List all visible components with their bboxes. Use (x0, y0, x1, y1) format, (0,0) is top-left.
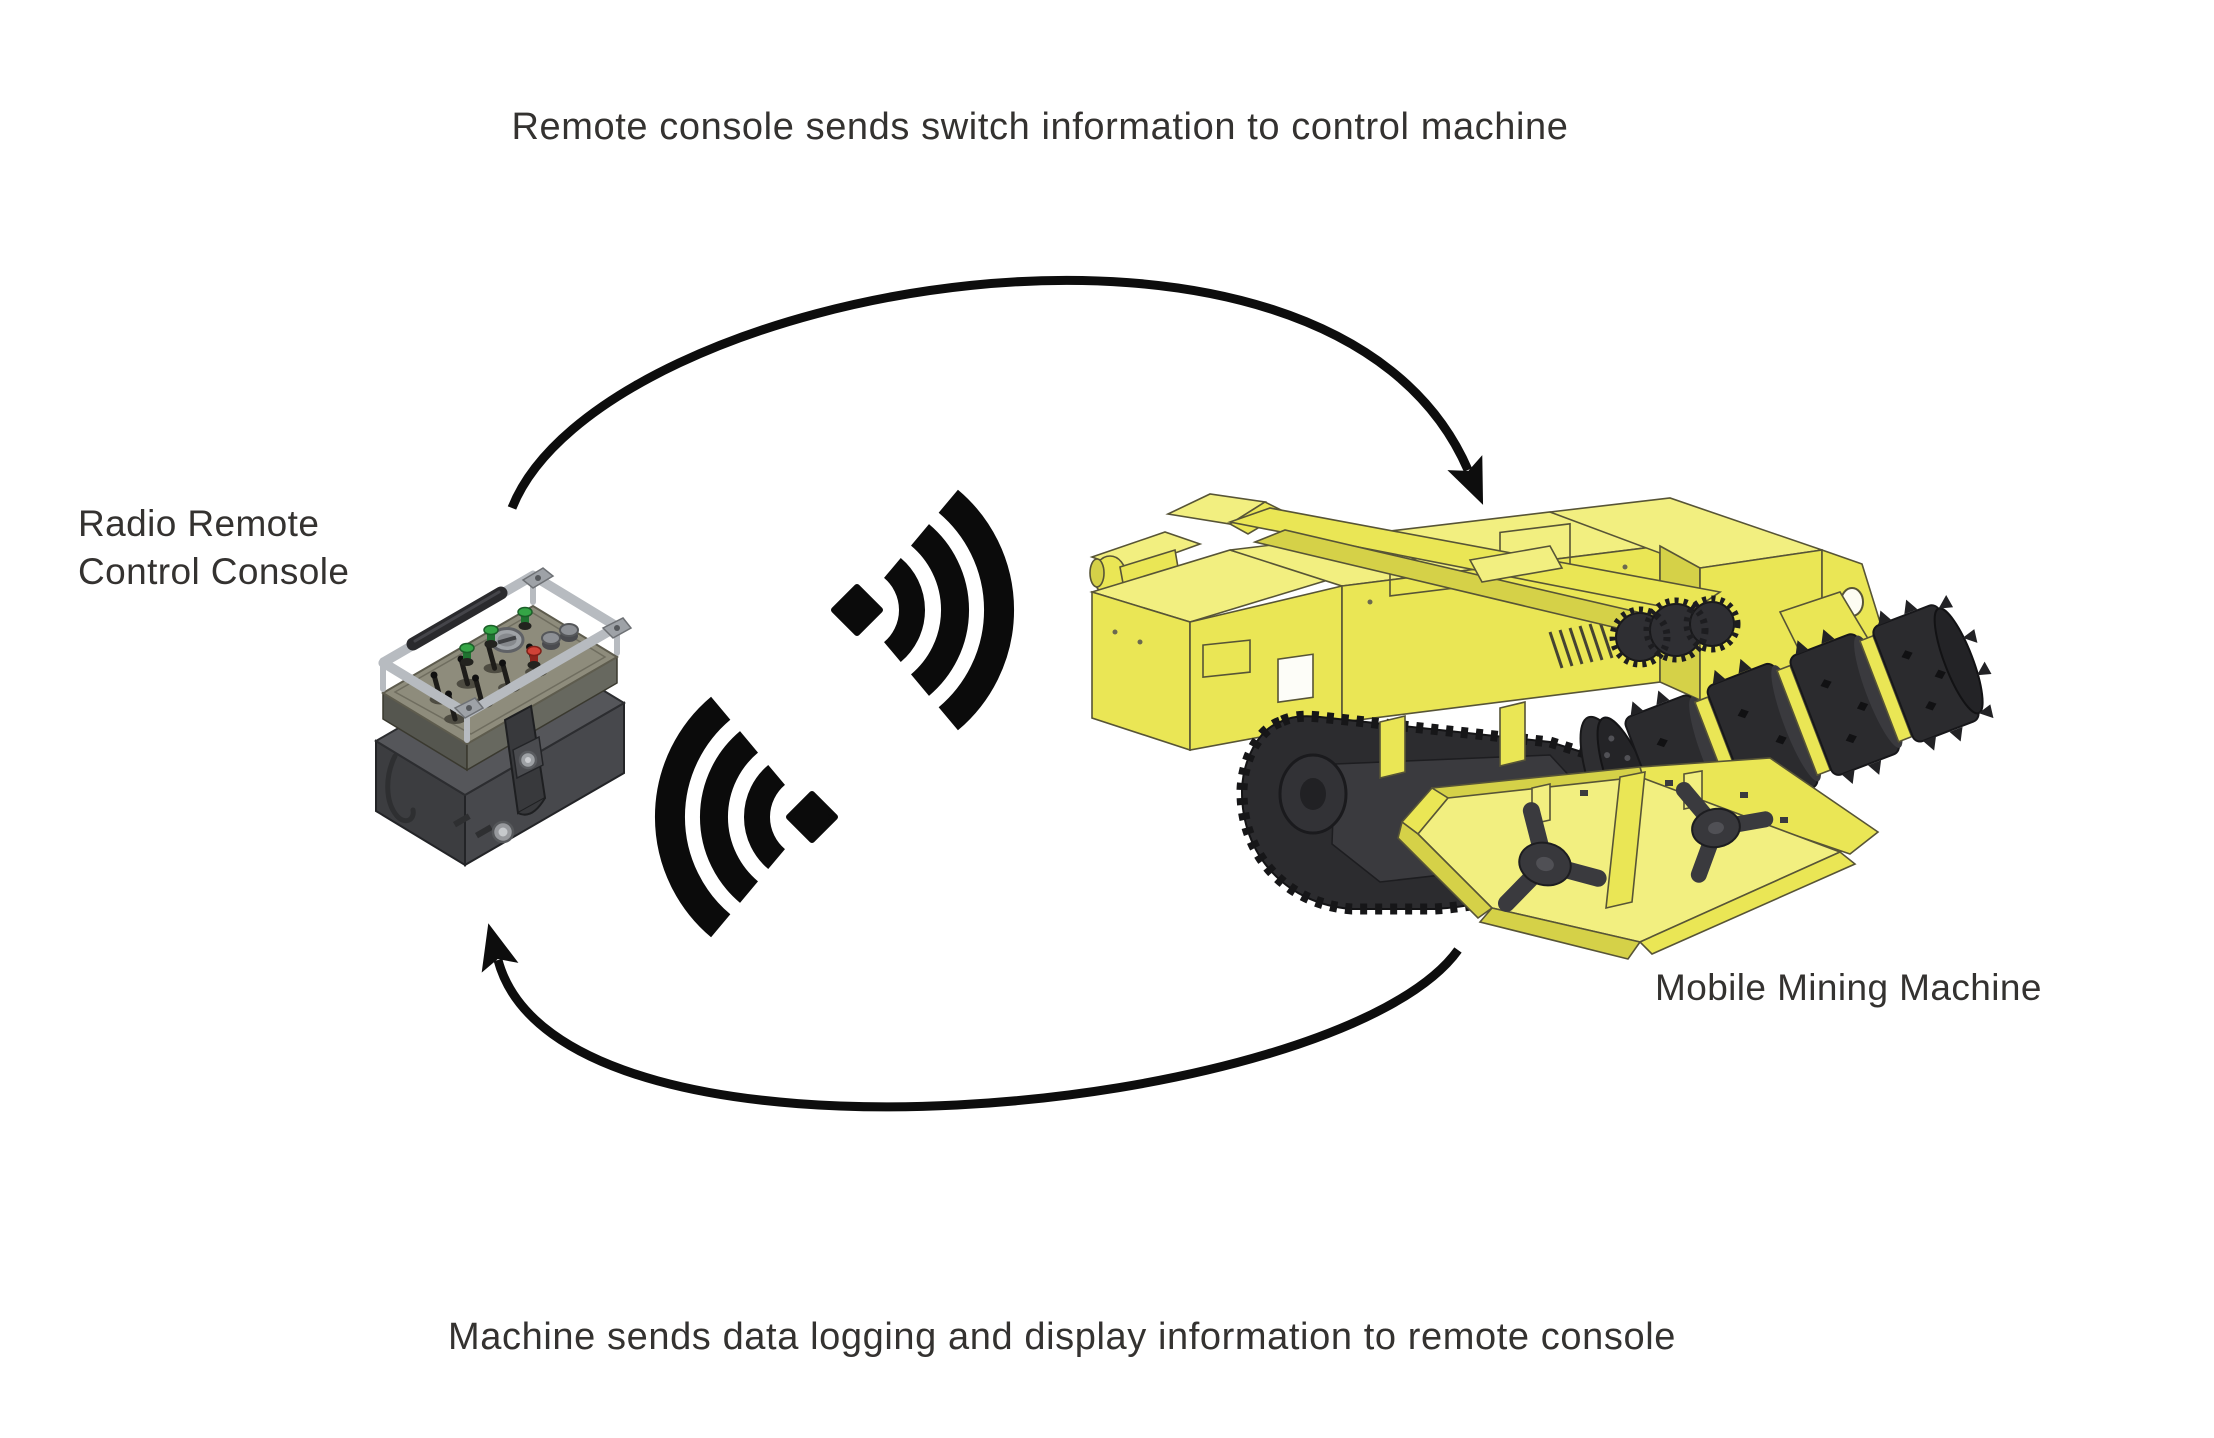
machine-gears (1609, 595, 1741, 668)
console-label-line1: Radio Remote (78, 503, 320, 544)
machine-apron-pan (1397, 757, 1880, 960)
bottom-caption: Machine sends data logging and display i… (448, 1316, 1676, 1358)
gathering-arm-right (1675, 781, 1774, 883)
console-illustration (374, 567, 633, 867)
arrow-console-to-machine (507, 275, 1484, 510)
machine-illustration (1089, 493, 1994, 960)
green-buttons (459, 606, 533, 666)
machine-boom (1165, 493, 1723, 638)
arrow-machine-to-console (481, 923, 1462, 1112)
red-button (526, 645, 542, 669)
wifi-signal-left-icon (655, 696, 838, 938)
console-frame-front (378, 567, 633, 743)
console-label-line2: Control Console (78, 551, 350, 592)
console-handle (406, 586, 508, 651)
machine-label: Mobile Mining Machine (1655, 967, 2042, 1008)
console-buttons (459, 606, 579, 669)
console-latch (385, 753, 416, 824)
gathering-arm-left (1497, 802, 1607, 912)
top-caption: Remote console sends switch information … (511, 106, 1569, 148)
gray-knobs (541, 623, 579, 650)
console-label: Radio Remote Control Console (78, 500, 349, 596)
rotary-dial (489, 627, 525, 653)
console-strap (503, 704, 547, 816)
wifi-signal-right-icon (831, 489, 1014, 731)
